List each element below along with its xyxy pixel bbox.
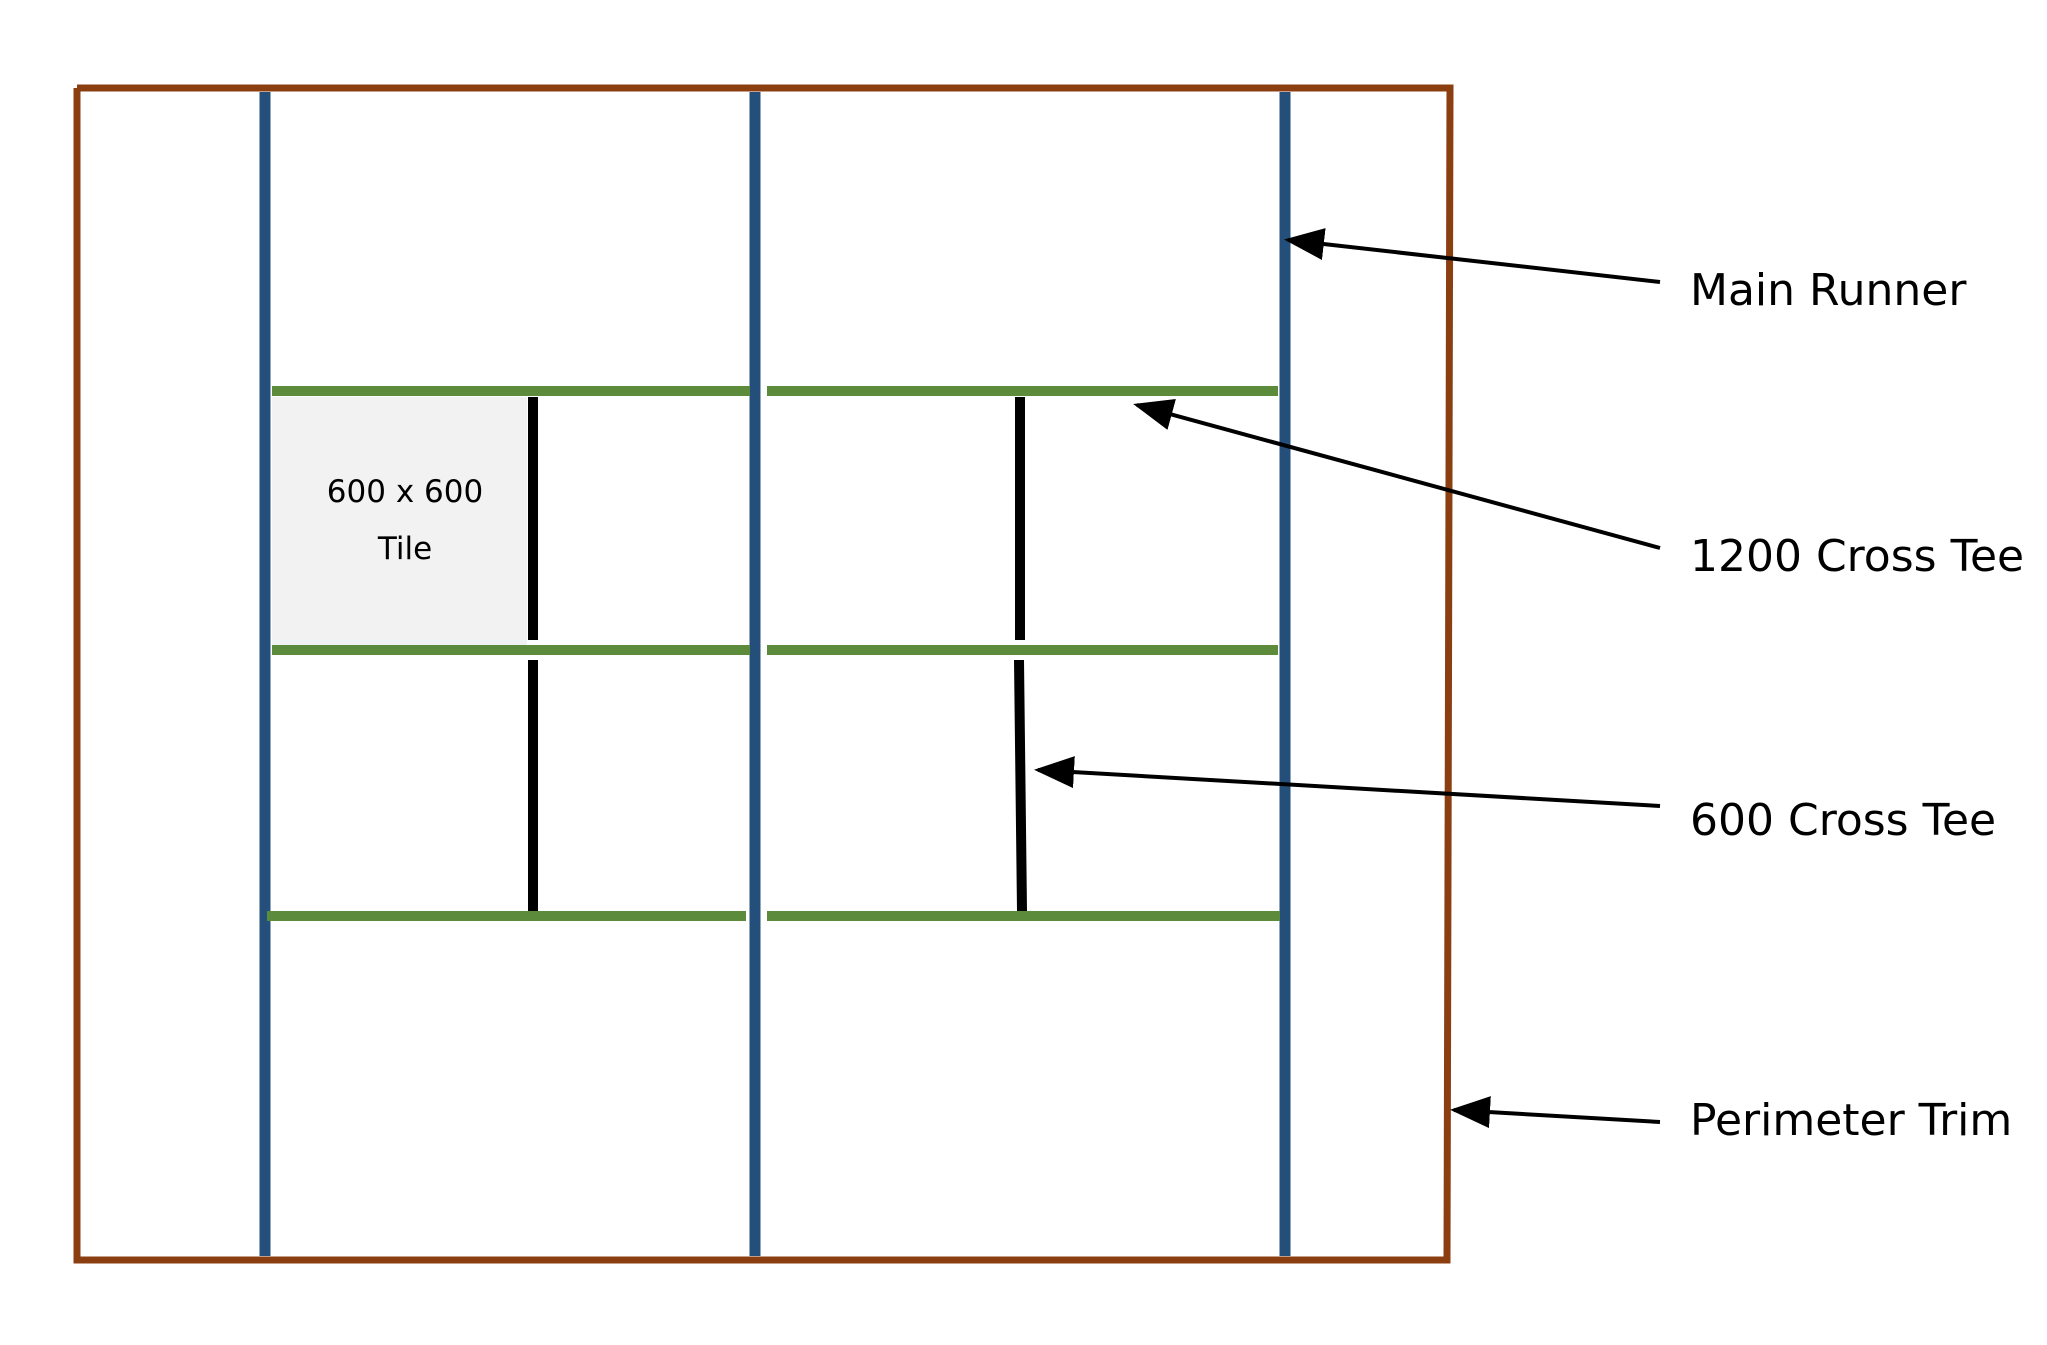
label-perimeter-trim: Perimeter Trim bbox=[1690, 1095, 2012, 1146]
label-main-runner: Main Runner bbox=[1690, 265, 1967, 316]
cross-tees-600 bbox=[528, 397, 1027, 912]
perimeter-trim bbox=[73, 84, 1454, 1264]
cross-tee-600 bbox=[1014, 659, 1027, 912]
arrow-600-cross-tee bbox=[1034, 756, 1661, 808]
label-600-cross-tee: 600 Cross Tee bbox=[1690, 795, 1996, 846]
tile-label-name: Tile bbox=[377, 531, 432, 567]
callout-arrows bbox=[1034, 228, 1661, 1129]
arrow-perimeter-trim bbox=[1450, 1096, 1661, 1129]
main-runners bbox=[259, 92, 1291, 1256]
arrow-main-runner bbox=[1284, 228, 1661, 284]
label-1200-cross-tee: 1200 Cross Tee bbox=[1690, 531, 2024, 582]
arrow-1200-cross-tee bbox=[1133, 399, 1661, 550]
tile-label-size: 600 x 600 bbox=[327, 474, 483, 510]
cross-tees-1200 bbox=[267, 386, 1280, 921]
tile bbox=[272, 397, 527, 645]
